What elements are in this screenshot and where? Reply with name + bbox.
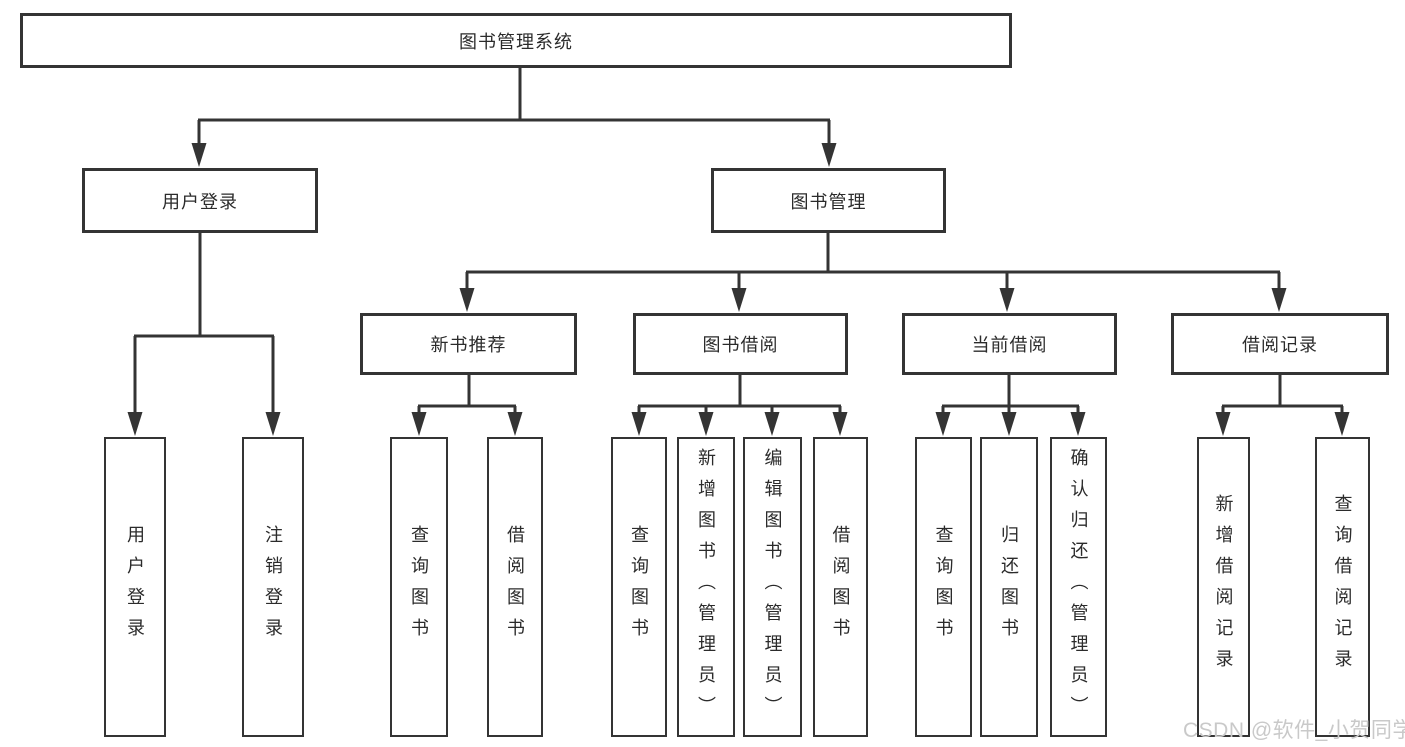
- node-borrow-records: 借阅记录: [1171, 313, 1389, 375]
- node-current-borrow: 当前借阅: [902, 313, 1117, 375]
- connector-book-borrow-children: [631, 375, 848, 436]
- node-label: 新书推荐: [430, 335, 507, 355]
- node-library-management-system: 图书管理系统: [20, 13, 1012, 68]
- leaf-query-books-current: 查询图书: [915, 437, 972, 737]
- leaf-return-books: 归还图书: [980, 437, 1038, 737]
- connector-book-management-children: [459, 233, 1287, 312]
- leaf-label: 查询借阅记录: [1332, 494, 1353, 680]
- node-label: 图书借阅: [702, 335, 779, 355]
- leaf-user-login: 用户登录: [104, 437, 166, 737]
- leaf-label: 注销登录: [263, 525, 283, 649]
- connector-borrow-records-children: [1215, 375, 1350, 436]
- node-label: 图书管理系统: [459, 31, 573, 52]
- leaf-logout: 注销登录: [242, 437, 304, 737]
- connector-root-to-level2: [191, 68, 837, 167]
- leaf-label: 查询图书: [933, 525, 954, 649]
- node-label: 当前借阅: [971, 335, 1048, 355]
- node-label: 图书管理: [790, 191, 867, 212]
- node-new-book-recommend: 新书推荐: [360, 313, 577, 375]
- leaf-label: 归还图书: [999, 525, 1019, 649]
- leaf-label: 借阅图书: [505, 525, 525, 649]
- leaf-query-books-recommend: 查询图书: [390, 437, 448, 737]
- leaf-label: 新增图书（管理员）: [696, 447, 716, 727]
- leaf-confirm-return-admin: 确认归还（管理员）: [1050, 437, 1107, 737]
- csdn-watermark: CSDN @软件_小贺同学: [1183, 719, 1405, 742]
- leaf-add-books-admin: 新增图书（管理员）: [677, 437, 735, 737]
- node-book-borrow: 图书借阅: [633, 313, 848, 375]
- leaf-query-borrow-record: 查询借阅记录: [1315, 437, 1370, 737]
- node-label: 借阅记录: [1242, 335, 1318, 355]
- leaf-label: 查询图书: [409, 525, 429, 649]
- leaf-label: 用户登录: [125, 525, 145, 649]
- node-label: 用户登录: [162, 191, 238, 212]
- node-book-management: 图书管理: [711, 168, 946, 233]
- leaf-label: 借阅图书: [830, 525, 851, 649]
- leaf-label: 查询图书: [629, 525, 649, 649]
- connector-user-login-children: [127, 233, 281, 436]
- node-user-login: 用户登录: [82, 168, 318, 233]
- leaf-borrow-books: 借阅图书: [813, 437, 868, 737]
- leaf-query-books-borrow: 查询图书: [611, 437, 667, 737]
- leaf-label: 编辑图书（管理员）: [762, 447, 783, 727]
- leaf-label: 新增借阅记录: [1213, 494, 1234, 680]
- leaf-edit-books-admin: 编辑图书（管理员）: [743, 437, 802, 737]
- leaf-label: 确认归还（管理员）: [1068, 447, 1089, 727]
- connector-new-book-recommend-children: [411, 375, 523, 436]
- leaf-add-borrow-record: 新增借阅记录: [1197, 437, 1250, 737]
- connector-current-borrow-children: [935, 375, 1086, 436]
- leaf-borrow-books-recommend: 借阅图书: [487, 437, 543, 737]
